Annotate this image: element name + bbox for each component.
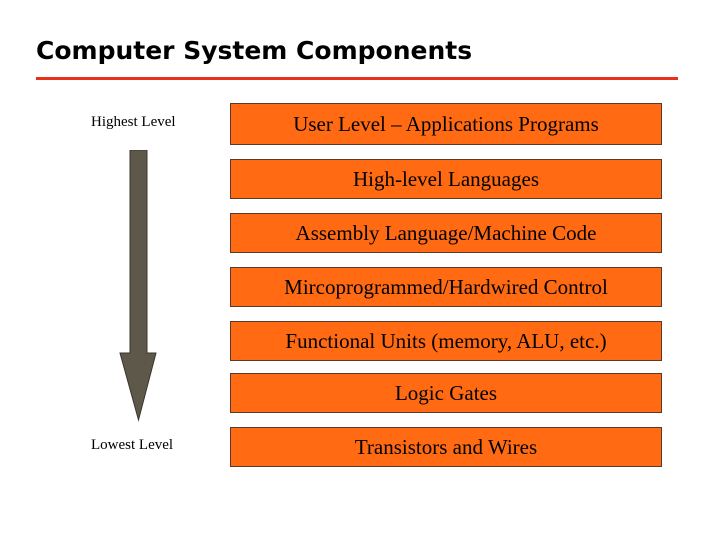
layer-transistors-wires: Transistors and Wires bbox=[230, 427, 662, 467]
layer-logic-gates: Logic Gates bbox=[230, 373, 662, 413]
layer-high-level-languages: High-level Languages bbox=[230, 159, 662, 199]
layer-assembly-machine-code: Assembly Language/Machine Code bbox=[230, 213, 662, 253]
down-arrow-icon bbox=[119, 150, 157, 422]
layer-user-applications: User Level – Applications Programs bbox=[230, 103, 662, 145]
layer-microprogrammed-control: Mircoprogrammed/Hardwired Control bbox=[230, 267, 662, 307]
slide-title: Computer System Components bbox=[36, 36, 473, 65]
lowest-level-label: Lowest Level bbox=[91, 437, 174, 453]
highest-level-label: Highest Level bbox=[91, 114, 176, 130]
title-underline bbox=[36, 77, 678, 80]
layer-functional-units: Functional Units (memory, ALU, etc.) bbox=[230, 321, 662, 361]
